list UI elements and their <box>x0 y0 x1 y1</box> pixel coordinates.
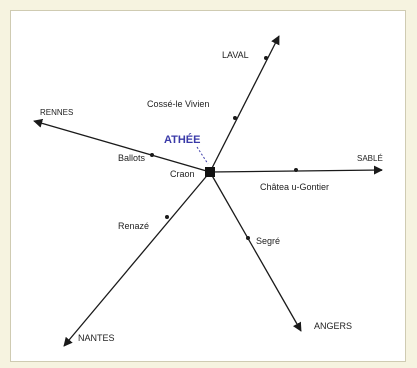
label-chateau: Châtea u-Gontier <box>260 182 329 192</box>
label-craon: Craon <box>170 169 195 179</box>
label-athee: ATHÉE <box>164 133 200 146</box>
town-dot-cosse <box>233 116 237 120</box>
label-rennes: RENNES <box>40 108 73 117</box>
label-renaze: Renazé <box>118 221 149 231</box>
label-laval: LAVAL <box>222 50 249 60</box>
label-angers: ANGERS <box>314 321 352 331</box>
town-dot-segre <box>246 236 250 240</box>
road-to-nantes <box>63 171 211 347</box>
label-segre: Segré <box>256 236 280 246</box>
athee-leader-line <box>196 146 209 165</box>
town-dot-chateau <box>294 168 298 172</box>
label-cosse: Cossé-le Vivien <box>147 99 209 109</box>
town-dot-ballots <box>150 153 154 157</box>
hub-marker <box>205 167 215 177</box>
town-dot-renaze <box>165 215 169 219</box>
label-ballots: Ballots <box>118 153 146 163</box>
road-to-angers <box>209 171 302 332</box>
town-dot-laval <box>264 56 268 60</box>
label-nantes: NANTES <box>78 333 115 343</box>
road-to-rennes <box>33 118 211 173</box>
label-sable: SABLÉ <box>357 154 383 163</box>
diagram-panel <box>10 10 406 362</box>
